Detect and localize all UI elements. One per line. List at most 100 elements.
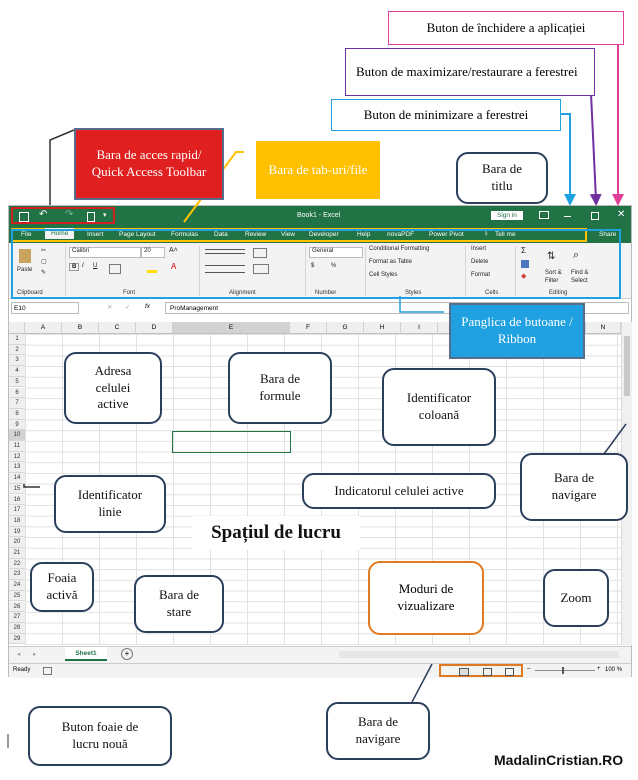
row-header-25[interactable]: 25 [9, 590, 25, 602]
insert-cells-button[interactable]: Insert [471, 246, 487, 252]
tab-power-pivot[interactable]: Power Pivot [429, 231, 464, 238]
font-grow-icon[interactable]: A˄ [169, 247, 178, 254]
horizontal-scrollbar[interactable] [339, 651, 619, 658]
merge-center-icon[interactable] [253, 264, 269, 274]
format-painter-icon[interactable]: ✎ [41, 270, 47, 276]
column-header-g[interactable]: G [327, 322, 364, 334]
undo-icon[interactable]: ↶ [39, 209, 48, 220]
column-header-h[interactable]: H [364, 322, 401, 334]
close-icon[interactable]: ✕ [617, 209, 626, 220]
italic-button[interactable]: I [82, 263, 84, 269]
column-header-b[interactable]: B [62, 322, 99, 334]
minimize-icon[interactable] [564, 216, 571, 217]
fill-color-icon[interactable] [147, 270, 157, 273]
row-header-28[interactable]: 28 [9, 622, 25, 634]
save-icon[interactable] [19, 212, 29, 222]
sign-in-button[interactable]: Sign in [491, 211, 523, 220]
row-header-1[interactable]: 1 [9, 334, 25, 345]
column-header-a[interactable]: A [25, 322, 62, 334]
row-header-18[interactable]: 18 [9, 515, 25, 527]
wrap-text-icon[interactable] [253, 248, 267, 258]
column-header-i[interactable]: I [401, 322, 438, 334]
row-header-10[interactable]: 10 [9, 430, 25, 441]
font-name-select[interactable]: Calibri [69, 247, 141, 258]
page-break-view-icon[interactable] [505, 668, 514, 676]
percent-button[interactable]: % [331, 263, 337, 269]
row-header-15[interactable]: 15 [9, 483, 25, 495]
row-header-29[interactable]: 29 [9, 633, 25, 645]
sort-filter-button[interactable]: Sort & Filter [545, 270, 562, 284]
enter-icon[interactable]: ✓ [125, 304, 131, 311]
horizontal-align-icons[interactable] [205, 265, 245, 273]
prev-sheet-icon[interactable]: ◂ [17, 651, 21, 658]
insert-function-button[interactable]: fx [145, 303, 151, 310]
zoom-in-icon[interactable]: + [597, 666, 601, 672]
next-sheet-icon[interactable]: ▸ [33, 651, 37, 658]
row-header-23[interactable]: 23 [9, 569, 25, 581]
name-box[interactable]: E10 [11, 302, 79, 314]
zoom-slider[interactable] [535, 670, 595, 671]
row-header-17[interactable]: 17 [9, 505, 25, 516]
new-sheet-icon[interactable]: + [121, 648, 133, 660]
cell-styles-button[interactable]: Cell Styles [369, 272, 398, 278]
format-cells-button[interactable]: Format [471, 272, 491, 278]
currency-icon[interactable]: $ [311, 263, 315, 269]
vertical-align-icons[interactable] [205, 249, 245, 254]
column-header-n[interactable]: N [586, 322, 621, 334]
row-header-16[interactable]: 16 [9, 494, 25, 506]
tab-developer[interactable]: Developer [309, 231, 339, 238]
row-header-27[interactable]: 27 [9, 612, 25, 623]
tab-help[interactable]: Help [357, 231, 371, 238]
row-header-8[interactable]: 8 [9, 408, 25, 420]
row-header-13[interactable]: 13 [9, 462, 25, 474]
row-header-2[interactable]: 2 [9, 344, 25, 356]
row-header-22[interactable]: 22 [9, 558, 25, 570]
row-header-5[interactable]: 5 [9, 376, 25, 388]
cut-icon[interactable]: ✂ [41, 248, 47, 254]
row-header-9[interactable]: 9 [9, 419, 25, 431]
tab-view[interactable]: View [281, 231, 295, 238]
zoom-level[interactable]: 100 % [605, 667, 623, 673]
paste-label[interactable]: Paste [17, 267, 33, 273]
paste-icon[interactable] [19, 249, 31, 263]
row-header-7[interactable]: 7 [9, 398, 25, 409]
row-header-19[interactable]: 19 [9, 526, 25, 538]
column-header-d[interactable]: D [136, 322, 173, 334]
row-header-24[interactable]: 24 [9, 580, 25, 591]
formula-input[interactable]: ProManagement [165, 302, 629, 314]
macro-record-icon[interactable] [43, 667, 52, 675]
column-header-c[interactable]: C [99, 322, 136, 334]
tab-formulas[interactable]: Formulas [171, 231, 199, 238]
font-color-icon[interactable]: A [171, 262, 177, 271]
row-header-6[interactable]: 6 [9, 387, 25, 399]
tab-home[interactable]: Home [45, 228, 75, 239]
tab-page-layout[interactable]: Page Layout [119, 231, 156, 238]
active-cell[interactable] [172, 431, 291, 453]
normal-view-icon[interactable] [459, 668, 469, 676]
row-header-12[interactable]: 12 [9, 451, 25, 463]
row-header-26[interactable]: 26 [9, 601, 25, 613]
delete-cells-button[interactable]: Delete [471, 259, 489, 265]
page-layout-view-icon[interactable] [483, 668, 492, 676]
autosum-icon[interactable]: Σ [521, 246, 526, 255]
tab-data[interactable]: Data [214, 231, 228, 238]
tell-me-search[interactable]: Tell me [495, 231, 516, 238]
format-as-table-button[interactable]: Format as Table [369, 259, 412, 265]
row-header-4[interactable]: 4 [9, 366, 25, 377]
underline-button[interactable]: U [93, 263, 98, 269]
column-header-e[interactable]: E [173, 322, 290, 334]
new-file-icon[interactable] [87, 212, 95, 222]
clear-icon[interactable]: ◆ [521, 273, 527, 280]
row-header-21[interactable]: 21 [9, 548, 25, 559]
sheet-tab-sheet1[interactable]: Sheet1 [65, 647, 107, 661]
select-all-corner[interactable] [9, 322, 25, 334]
borders-icon[interactable] [109, 264, 121, 274]
ribbon-display-options-icon[interactable] [539, 211, 549, 219]
number-format-select[interactable]: General [309, 247, 363, 258]
row-header-20[interactable]: 20 [9, 537, 25, 548]
tab-file[interactable]: File [21, 231, 32, 238]
zoom-slider-thumb[interactable] [562, 667, 564, 674]
font-size-select[interactable]: 20 [141, 247, 165, 258]
share-button[interactable]: Share [599, 231, 617, 238]
bold-button[interactable]: B [69, 263, 80, 271]
